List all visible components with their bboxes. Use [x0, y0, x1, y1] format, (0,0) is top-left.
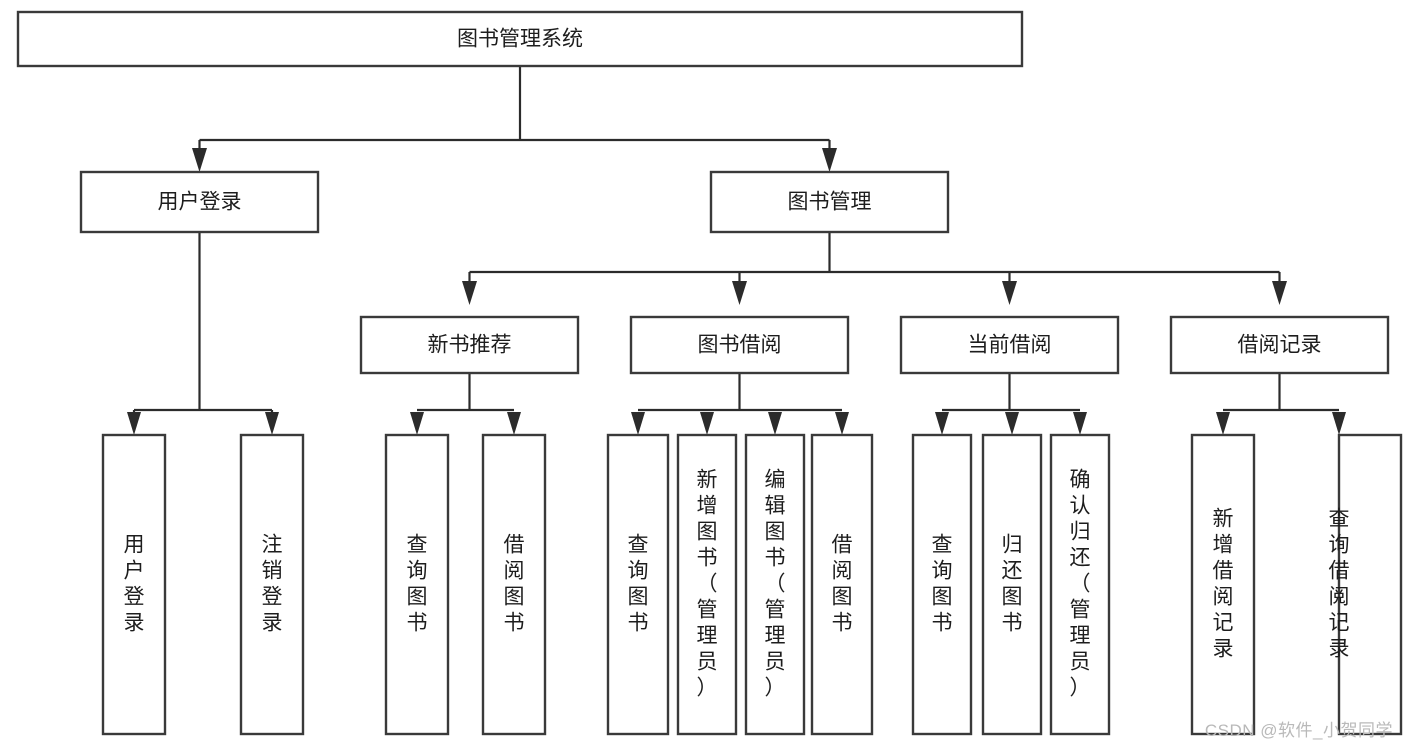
arrow-to-book-borrow — [732, 281, 747, 305]
node-box-book-management[interactable] — [709, 170, 950, 234]
arrow-root-to-book-mgmt — [822, 148, 837, 172]
node-label-current-borrow: 当前借阅 — [968, 334, 1052, 357]
node-label-new-book-recommend: 新书推荐 — [428, 334, 512, 357]
node-root-system[interactable]: 图书管理系统 — [16, 10, 1024, 68]
node-box-book-borrow[interactable] — [629, 315, 850, 375]
arrow-new-book-leaf-2 — [507, 412, 521, 435]
node-leaf-query-book-3[interactable]: 查询图书 — [911, 433, 973, 736]
node-box-leaf-return-book[interactable] — [981, 433, 1043, 736]
arrow-current-borrow-leaf-1 — [935, 412, 949, 435]
node-leaf-return-book[interactable]: 归还图书 — [981, 433, 1043, 736]
node-box-root[interactable] — [16, 10, 1024, 68]
arrow-book-borrow-leaf-2 — [700, 412, 714, 435]
arrow-to-current-borrow — [1002, 281, 1017, 305]
arrow-borrow-record-leaf-2 — [1332, 412, 1346, 435]
node-box-current-borrow[interactable] — [899, 315, 1120, 375]
arrow-to-borrow-record — [1272, 281, 1287, 305]
arrow-to-new-book-rec — [462, 281, 477, 305]
node-box-leaf-user-login[interactable] — [101, 433, 167, 736]
node-box-leaf-query-borrow-record[interactable] — [1337, 433, 1403, 736]
node-leaf-query-book-1[interactable]: 查询图书 — [384, 433, 450, 736]
connector-layer — [127, 66, 1346, 435]
node-current-borrow[interactable]: 当前借阅 — [899, 315, 1120, 375]
arrow-book-borrow-leaf-1 — [631, 412, 645, 435]
node-label-leaf-query-book-3: 查询图书 — [932, 534, 953, 635]
node-new-book-recommend[interactable]: 新书推荐 — [359, 315, 580, 375]
node-borrow-record[interactable]: 借阅记录 — [1169, 315, 1390, 375]
node-box-leaf-query-book-2[interactable] — [606, 433, 670, 736]
node-book-management[interactable]: 图书管理 — [709, 170, 950, 234]
node-box-leaf-borrow-book-2[interactable] — [810, 433, 874, 736]
node-box-leaf-borrow-book-1[interactable] — [481, 433, 547, 736]
node-leaf-query-book-2[interactable]: 查询图书 — [606, 433, 670, 736]
node-label-leaf-query-book-2: 查询图书 — [628, 534, 649, 635]
arrow-root-to-user-login — [192, 148, 207, 172]
node-label-root: 图书管理系统 — [457, 28, 583, 51]
node-box-user-login[interactable] — [79, 170, 320, 234]
node-label-leaf-edit-book-admin: 编辑图书（管理员） — [765, 469, 786, 700]
node-leaf-borrow-book-1[interactable]: 借阅图书 — [481, 433, 547, 736]
node-leaf-query-borrow-record[interactable]: 查询借阅记录 — [1329, 433, 1403, 736]
arrow-borrow-record-leaf-1 — [1216, 412, 1230, 435]
node-label-user-login: 用户登录 — [158, 191, 242, 214]
arrow-current-borrow-leaf-2 — [1005, 412, 1019, 435]
node-leaf-logout[interactable]: 注销登录 — [239, 433, 305, 736]
node-leaf-confirm-return-admin[interactable]: 确认归还（管理员） — [1049, 433, 1111, 736]
node-label-leaf-confirm-return-admin: 确认归还（管理员） — [1070, 469, 1091, 700]
node-label-leaf-return-book: 归还图书 — [1002, 534, 1023, 635]
node-box-leaf-edit-book-admin[interactable] — [744, 433, 806, 736]
node-leaf-add-book-admin[interactable]: 新增图书（管理员） — [676, 433, 738, 736]
arrow-user-login-leaf-2 — [265, 412, 279, 435]
node-user-login[interactable]: 用户登录 — [79, 170, 320, 234]
node-label-leaf-add-borrow-record: 新增借阅记录 — [1213, 508, 1234, 661]
node-box-leaf-query-book-3[interactable] — [911, 433, 973, 736]
node-label-borrow-record: 借阅记录 — [1238, 334, 1322, 357]
node-leaf-edit-book-admin[interactable]: 编辑图书（管理员） — [744, 433, 806, 736]
node-label-book-borrow: 图书借阅 — [698, 334, 782, 357]
node-box-leaf-logout[interactable] — [239, 433, 305, 736]
arrow-current-borrow-leaf-3 — [1073, 412, 1087, 435]
node-leaf-add-borrow-record[interactable]: 新增借阅记录 — [1190, 433, 1256, 736]
node-label-leaf-borrow-book-2: 借阅图书 — [832, 534, 853, 635]
node-label-leaf-add-book-admin: 新增图书（管理员） — [697, 469, 718, 700]
node-label-leaf-query-borrow-record: 查询借阅记录 — [1329, 508, 1350, 661]
node-box-new-book-recommend[interactable] — [359, 315, 580, 375]
node-label-leaf-borrow-book-1: 借阅图书 — [504, 534, 525, 635]
arrow-book-borrow-leaf-3 — [768, 412, 782, 435]
arrow-user-login-leaf-1 — [127, 412, 141, 435]
node-box-leaf-add-book-admin[interactable] — [676, 433, 738, 736]
node-leaf-user-login[interactable]: 用户登录 — [101, 433, 167, 736]
node-box-leaf-confirm-return-admin[interactable] — [1049, 433, 1111, 736]
node-book-borrow[interactable]: 图书借阅 — [629, 315, 850, 375]
node-box-borrow-record[interactable] — [1169, 315, 1390, 375]
node-label-leaf-user-login: 用户登录 — [124, 534, 145, 635]
arrow-new-book-leaf-1 — [410, 412, 424, 435]
node-box-leaf-query-book-1[interactable] — [384, 433, 450, 736]
node-leaf-borrow-book-2[interactable]: 借阅图书 — [810, 433, 874, 736]
node-label-leaf-query-book-1: 查询图书 — [407, 534, 428, 635]
node-box-leaf-add-borrow-record[interactable] — [1190, 433, 1256, 736]
node-label-book-management: 图书管理 — [788, 191, 872, 214]
watermark-text: CSDN @软件_小贺同学 — [1204, 721, 1393, 740]
arrow-book-borrow-leaf-4 — [835, 412, 849, 435]
node-label-leaf-logout: 注销登录 — [262, 534, 283, 635]
